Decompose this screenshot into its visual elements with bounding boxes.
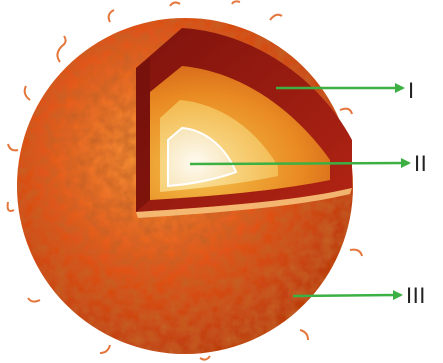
solar-flares	[6, 0, 363, 361]
label-layer-1: I	[408, 78, 415, 103]
cutaway-bottom-edge	[136, 188, 352, 218]
arrow-layer-3	[292, 290, 403, 301]
arrow-layer-2	[189, 158, 411, 169]
label-layer-2: II	[414, 151, 428, 176]
cutaway-outer-side	[136, 58, 150, 212]
cutaway-core	[167, 126, 238, 188]
label-layer-3: III	[406, 283, 426, 308]
